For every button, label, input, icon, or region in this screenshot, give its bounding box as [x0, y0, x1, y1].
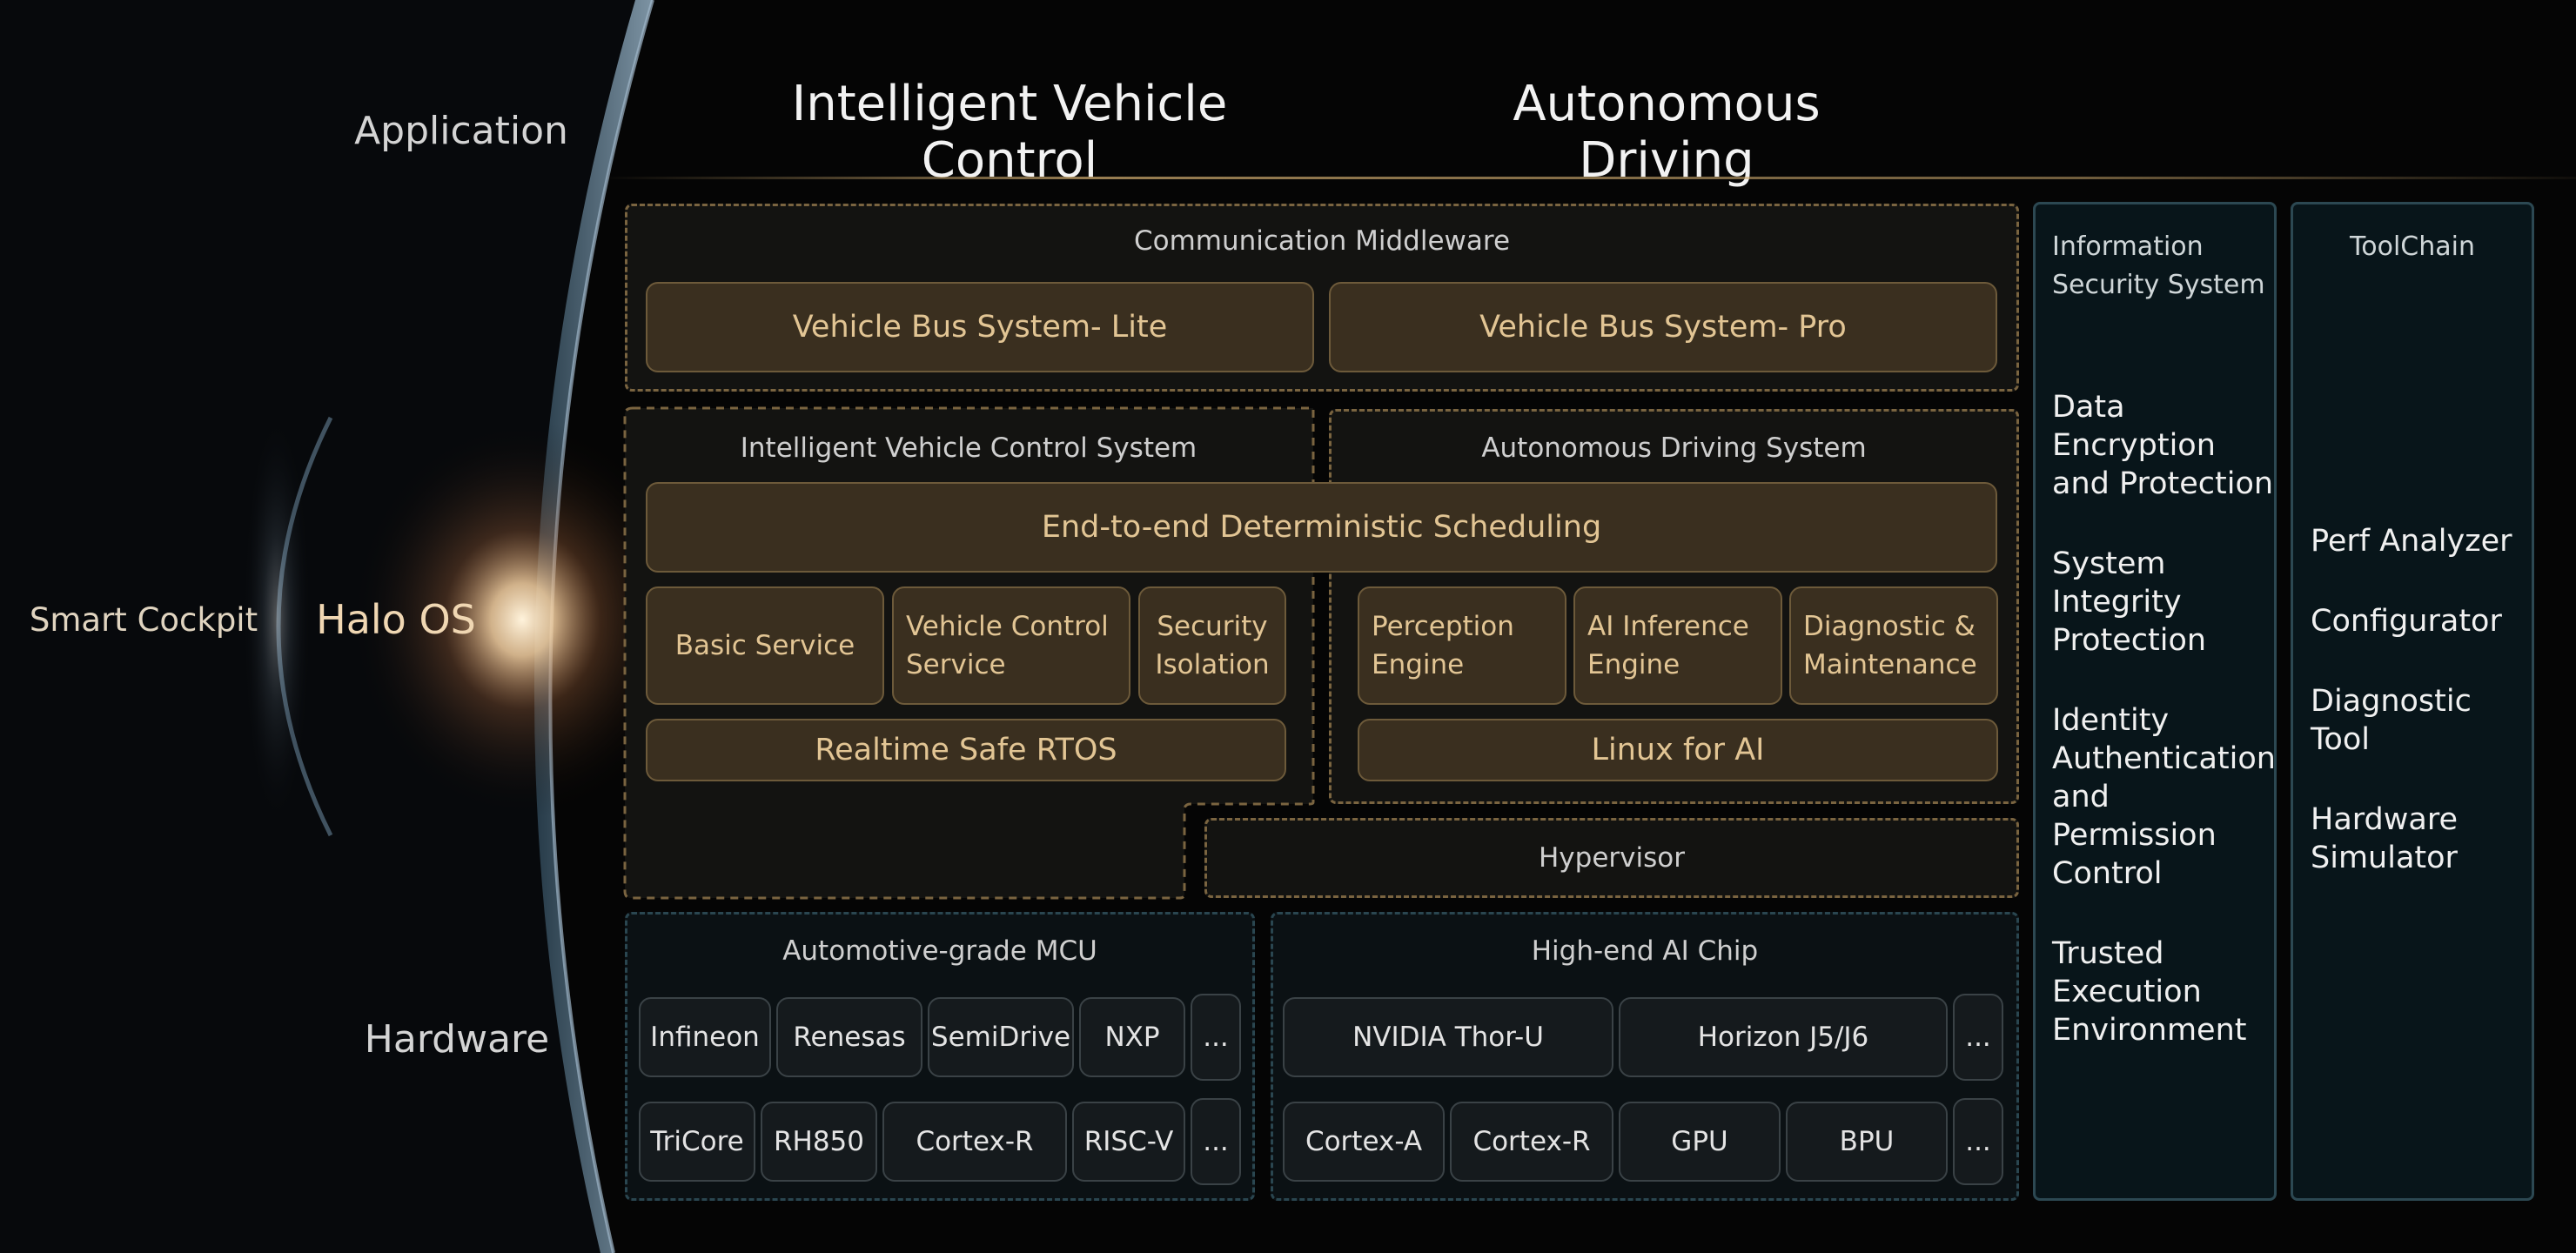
diagnostic-maintenance-line2: Maintenance — [1803, 649, 1977, 680]
intelligent-vehicle-control-title: Intelligent Vehicle Control — [791, 76, 1228, 189]
mcu-tricore: TriCore — [639, 1102, 755, 1182]
diagnostic-tool-item: Diagnostic Tool — [2311, 682, 2532, 759]
hypervisor-panel: Hypervisor — [1204, 818, 2019, 898]
perception-engine-line1: Perception — [1372, 611, 1514, 642]
chip-horizon: Horizon J5/J6 — [1619, 997, 1948, 1077]
data-encryption-item: Data Encryption and Protection — [2052, 388, 2275, 503]
security-isolation-box: Security Isolation — [1138, 586, 1286, 705]
ai-chip-title: High-end AI Chip — [1531, 935, 1759, 967]
diagnostic-maintenance-line1: Diagnostic & — [1803, 611, 1976, 642]
toolchain-title: ToolChain — [2350, 231, 2475, 262]
trusted-execution-line1: Trusted — [2052, 936, 2164, 971]
chip-cortex-a: Cortex-A — [1283, 1102, 1445, 1182]
mcu-cortex-r: Cortex-R — [882, 1102, 1067, 1182]
ad-system-title: Autonomous Driving System — [1481, 432, 1867, 464]
chip-bpu: BPU — [1786, 1102, 1948, 1182]
deterministic-scheduling-box: End-to-end Deterministic Scheduling — [646, 482, 1997, 573]
trusted-execution-line3: Environment — [2052, 1013, 2247, 1048]
communication-middleware-title: Communication Middleware — [1133, 225, 1511, 257]
chip-cortex-r: Cortex-R — [1450, 1102, 1613, 1182]
smart-cockpit-label: Smart Cockpit — [29, 600, 258, 639]
halo-os-label: Halo OS — [316, 596, 476, 643]
ai-inference-engine-line1: AI Inference — [1587, 611, 1749, 642]
diagnostic-maintenance-box: Diagnostic & Maintenance — [1789, 586, 1998, 705]
identity-authentication-line3: and — [2052, 780, 2110, 814]
perception-engine-box: Perception Engine — [1358, 586, 1566, 705]
mcu-rh850: RH850 — [761, 1102, 877, 1182]
mcu-risc-v: RISC-V — [1072, 1102, 1185, 1182]
security-isolation-line2: Isolation — [1155, 649, 1270, 680]
diagnostic-tool-line1: Diagnostic — [2311, 684, 2472, 719]
planet-arc-graphic — [0, 0, 661, 1253]
perception-engine-line2: Engine — [1372, 649, 1465, 680]
data-encryption-line2: Encryption — [2052, 428, 2216, 463]
trusted-execution-item: Trusted Execution Environment — [2052, 935, 2275, 1049]
perf-analyzer-item: Perf Analyzer — [2311, 522, 2532, 560]
security-system-column — [2033, 202, 2277, 1201]
mcu-renesas: Renesas — [776, 997, 922, 1077]
identity-authentication-line2: Authentication — [2052, 741, 2276, 776]
data-encryption-line3: and Protection — [2052, 466, 2274, 501]
linux-for-ai-box: Linux for AI — [1358, 719, 1998, 781]
vehicle-control-service-box: Vehicle Control Service — [892, 586, 1130, 705]
hardware-simulator-line2: Simulator — [2311, 841, 2458, 875]
toolchain-column — [2291, 202, 2534, 1201]
configurator-line1: Configurator — [2311, 604, 2502, 639]
chip-gpu: GPU — [1619, 1102, 1781, 1182]
security-system-title: Information Security System — [2052, 228, 2270, 305]
perf-analyzer-line1: Perf Analyzer — [2311, 524, 2512, 559]
chip-nvidia-thor: NVIDIA Thor-U — [1283, 997, 1613, 1077]
autonomous-driving-title: Autonomous Driving — [1513, 76, 1821, 189]
data-encryption-line1: Data — [2052, 390, 2125, 425]
ivc-system-title: Intelligent Vehicle Control System — [740, 432, 1197, 464]
application-layer-label: Application — [354, 108, 568, 153]
mcu-semidrive: SemiDrive — [928, 997, 1074, 1077]
chip-more-2: ... — [1953, 1098, 2003, 1185]
ai-inference-engine-box: AI Inference Engine — [1573, 586, 1782, 705]
hardware-layer-label: Hardware — [364, 1016, 550, 1062]
identity-authentication-item: Identity Authentication and Permission C… — [2052, 701, 2276, 893]
mcu-title: Automotive-grade MCU — [782, 935, 1097, 967]
mcu-more-2: ... — [1191, 1098, 1241, 1185]
vehicle-control-service-line2: Service — [906, 649, 1006, 680]
identity-authentication-line4: Permission — [2052, 818, 2217, 853]
basic-service-box: Basic Service — [646, 586, 884, 705]
security-isolation-line1: Security — [1157, 611, 1268, 642]
mcu-infineon: Infineon — [639, 997, 771, 1077]
hardware-simulator-line1: Hardware — [2311, 802, 2458, 837]
vehicle-bus-lite-box: Vehicle Bus System- Lite — [646, 282, 1314, 372]
trusted-execution-line2: Execution — [2052, 975, 2202, 1009]
identity-authentication-line1: Identity — [2052, 703, 2170, 738]
hardware-simulator-item: Hardware Simulator — [2311, 801, 2532, 877]
diagnostic-tool-line2: Tool — [2311, 722, 2370, 757]
security-system-title-line1: Information — [2052, 231, 2204, 262]
ai-inference-engine-line2: Engine — [1587, 649, 1680, 680]
vehicle-control-service-line1: Vehicle Control — [906, 611, 1109, 642]
system-integrity-line2: Integrity — [2052, 585, 2182, 620]
configurator-item: Configurator — [2311, 602, 2532, 640]
mcu-more-1: ... — [1191, 994, 1241, 1081]
system-integrity-line3: Protection — [2052, 623, 2207, 658]
application-divider — [600, 177, 2576, 179]
security-system-title-line2: Security System — [2052, 270, 2265, 300]
system-integrity-line1: System — [2052, 546, 2166, 581]
vehicle-bus-pro-box: Vehicle Bus System- Pro — [1329, 282, 1997, 372]
system-integrity-item: System Integrity Protection — [2052, 545, 2275, 660]
mcu-nxp: NXP — [1079, 997, 1185, 1077]
chip-more-1: ... — [1953, 994, 2003, 1081]
realtime-safe-rtos-box: Realtime Safe RTOS — [646, 719, 1286, 781]
identity-authentication-line5: Control — [2052, 856, 2163, 891]
